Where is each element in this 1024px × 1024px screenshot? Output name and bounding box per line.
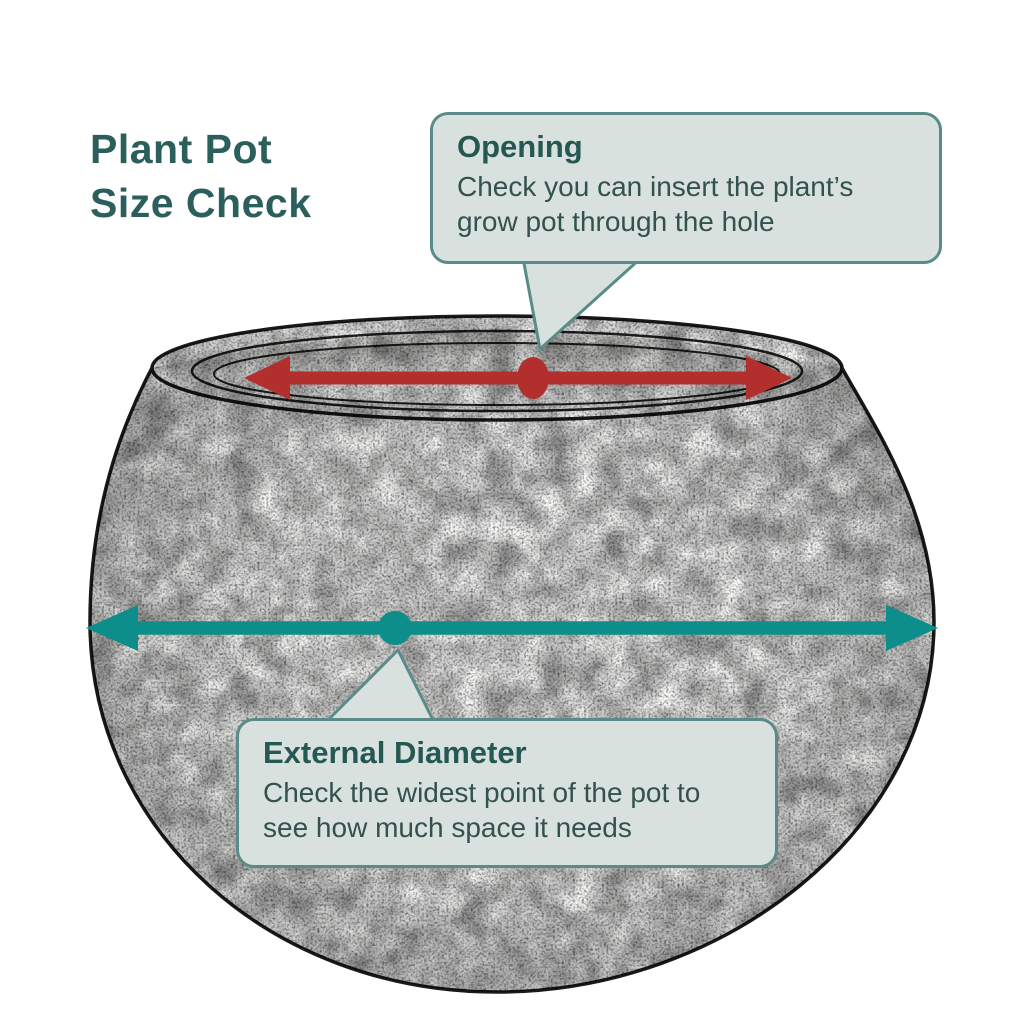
- opening-callout: Opening Check you can insert the plant’s…: [430, 112, 942, 264]
- diameter-center-dot-icon: [378, 611, 412, 645]
- opening-arrow-icon: [244, 356, 792, 400]
- external-diameter-callout: External Diameter Check the widest point…: [236, 718, 778, 868]
- opening-center-dot-icon: [517, 357, 549, 399]
- external-diameter-callout-body: Check the widest point of the pot to see…: [263, 777, 701, 843]
- diameter-arrow-icon: [86, 605, 938, 651]
- pot-body: [88, 314, 936, 994]
- page-title: Plant Pot Size Check: [90, 122, 312, 230]
- external-diameter-callout-heading: External Diameter: [263, 735, 527, 770]
- page-title-line-2: Size Check: [90, 180, 312, 227]
- opening-callout-body: Check you can insert the plant’s grow po…: [457, 171, 854, 237]
- page-title-line-1: Plant Pot: [90, 126, 273, 172]
- opening-callout-heading: Opening: [457, 129, 583, 164]
